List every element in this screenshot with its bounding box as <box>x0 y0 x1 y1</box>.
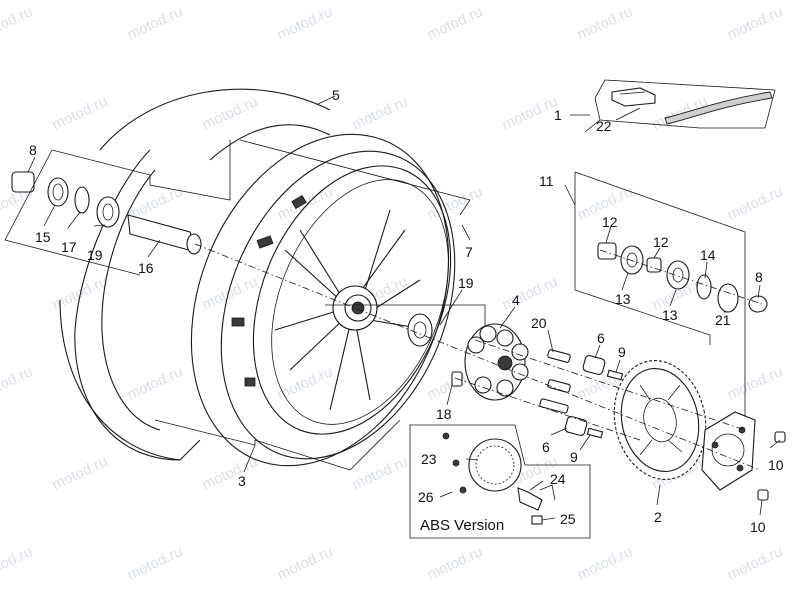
callout-6-bottom: 6 <box>542 439 550 455</box>
callout-8-right: 8 <box>755 269 763 285</box>
callout-4: 4 <box>512 292 520 308</box>
callout-17: 17 <box>61 239 77 255</box>
watermark-text: motod.ru <box>0 3 35 43</box>
callout-9-bottom: 9 <box>570 449 578 465</box>
callout-16: 16 <box>138 260 154 276</box>
axis-lines <box>194 243 766 471</box>
callout-26: 26 <box>418 489 434 505</box>
wheel-hub <box>332 285 378 331</box>
watermark-text: motod.ru <box>125 3 186 43</box>
watermark-text: motod.ru <box>425 3 486 43</box>
callout-15: 15 <box>35 229 51 245</box>
bolts <box>451 349 571 414</box>
callout-labels: 5 8 15 17 19 16 7 19 4 1 22 11 12 12 14 … <box>29 87 784 535</box>
watermark-text: motod.ru <box>125 363 186 403</box>
watermark-text: motod.ru <box>50 93 111 133</box>
circlip-17 <box>74 186 90 214</box>
group-boxes <box>4 79 776 471</box>
callout-13-left: 13 <box>615 291 631 307</box>
watermark-text: motod.ru <box>0 543 35 583</box>
watermark-text: motod.ru <box>200 273 261 313</box>
watermark-text: motod.ru <box>200 453 261 493</box>
callout-6-top: 6 <box>597 330 605 346</box>
leader-lines <box>27 95 781 521</box>
abs-group <box>409 424 591 539</box>
callout-18: 18 <box>436 406 452 422</box>
callout-1: 1 <box>554 107 562 123</box>
carrier-plate <box>701 411 786 501</box>
watermark-text: motod.ru <box>350 93 411 133</box>
axle-spacer-16 <box>127 214 197 253</box>
bearing-kit-11 <box>597 242 768 313</box>
callout-23: 23 <box>421 451 437 467</box>
watermark-text: motod.ru <box>725 543 786 583</box>
wheel-rim <box>190 133 456 467</box>
bearing-19-right <box>407 313 433 347</box>
watermark-text: motod.ru <box>575 3 636 43</box>
callout-25: 25 <box>560 511 576 527</box>
bearing-19-left <box>96 196 120 228</box>
tyre <box>59 88 331 461</box>
watermark-text: motod.ru <box>425 543 486 583</box>
callout-19-right: 19 <box>458 275 474 291</box>
watermark-text: motod.ru <box>0 363 35 403</box>
watermark-text: motod.ru <box>500 273 561 313</box>
watermark-text: motod.ru <box>50 453 111 493</box>
callout-11: 11 <box>539 173 554 189</box>
callout-12-right: 12 <box>653 234 669 250</box>
axle-set <box>11 171 433 347</box>
callout-24: 24 <box>550 471 566 487</box>
callout-2: 2 <box>654 509 662 525</box>
spacers-6-bolts-9 <box>564 355 624 439</box>
callout-7: 7 <box>465 244 473 260</box>
sprocket-2 <box>613 360 707 480</box>
callout-12-left: 12 <box>602 214 618 230</box>
abs-version-label: ABS Version <box>420 517 504 534</box>
cush-drive-4 <box>464 323 529 401</box>
callout-14: 14 <box>700 247 716 263</box>
callout-22: 22 <box>596 118 612 134</box>
chain-kit-1 <box>611 87 773 125</box>
watermark-text: motod.ru <box>350 453 411 493</box>
callout-10-top: 10 <box>768 457 784 473</box>
callout-21: 21 <box>715 312 731 328</box>
callout-9-top: 9 <box>618 344 626 360</box>
callout-3: 3 <box>238 473 246 489</box>
watermark-text: motod.ru <box>725 3 786 43</box>
callout-13-right: 13 <box>662 307 678 323</box>
callout-19-left: 19 <box>87 247 103 263</box>
watermark-text: motod.ru <box>200 93 261 133</box>
watermark-text: motod.ru <box>125 543 186 583</box>
spacer-8-left <box>11 171 35 193</box>
watermark-text: motod.ru <box>500 93 561 133</box>
seal-15 <box>47 177 69 207</box>
watermark-layer: motod.ru motod.ru motod.ru motod.ru motod.ru… <box>0 3 802 583</box>
watermark-text: motod.ru <box>725 183 786 223</box>
callout-20: 20 <box>531 315 547 331</box>
watermark-text: motod.ru <box>725 363 786 403</box>
watermark-text: motod.ru <box>275 3 336 43</box>
callout-5: 5 <box>332 87 340 103</box>
watermark-text: motod.ru <box>275 543 336 583</box>
callout-8-left: 8 <box>29 142 37 158</box>
callout-10-bottom: 10 <box>750 519 766 535</box>
watermark-text: motod.ru <box>275 363 336 403</box>
watermark-text: motod.ru <box>575 543 636 583</box>
